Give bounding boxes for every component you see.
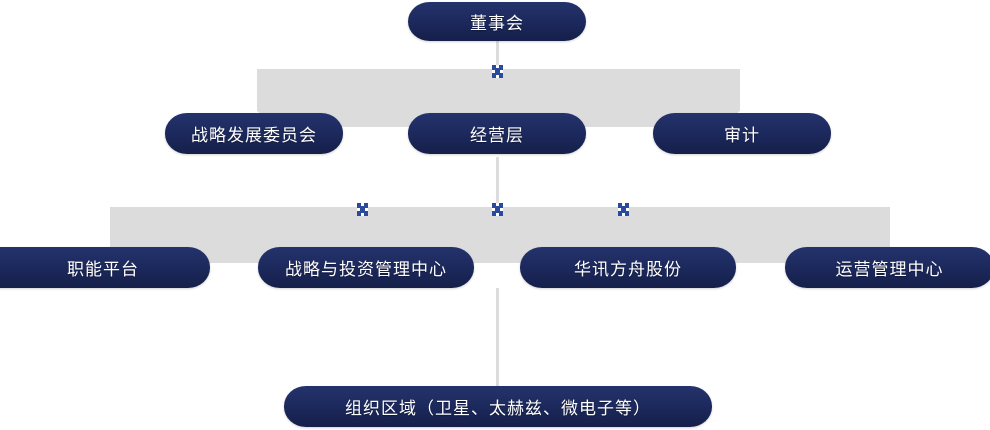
connector-line-huaxun-to-level4 — [496, 288, 499, 386]
connector-node-board-to-management — [492, 65, 503, 78]
org-node-label: 华讯方舟股份 — [574, 260, 682, 279]
connector-notch-top — [361, 203, 364, 206]
connector-node-level3-center — [492, 203, 503, 216]
connector-line-management-to-level3 — [496, 157, 499, 209]
org-node-strategy-committee[interactable]: 战略发展委员会 — [165, 113, 343, 154]
org-node-label: 战略与投资管理中心 — [285, 260, 447, 279]
connector-notch-bottom — [496, 75, 499, 78]
org-node-label: 审计 — [724, 126, 760, 145]
org-node-operations-center[interactable]: 运营管理中心 — [785, 247, 990, 288]
connector-node-level3-right — [618, 203, 629, 216]
org-node-function-platform[interactable]: 职能平台 — [0, 247, 210, 288]
connector-band-level3 — [110, 207, 890, 263]
org-node-organization-regions[interactable]: 组织区域（卫星、太赫兹、微电子等） — [284, 386, 712, 427]
connector-line-board-to-level2 — [496, 38, 499, 68]
connector-notch-bottom — [622, 213, 625, 216]
org-node-label: 运营管理中心 — [835, 260, 944, 279]
org-node-board[interactable]: 董事会 — [408, 2, 586, 41]
connector-node-level3-left — [357, 203, 368, 216]
connector-notch-bottom — [496, 213, 499, 216]
connector-notch-top — [496, 65, 499, 68]
connector-notch-bottom — [361, 213, 364, 216]
org-node-label: 董事会 — [470, 14, 524, 33]
org-node-management[interactable]: 经营层 — [408, 113, 586, 154]
connector-notch-top — [496, 203, 499, 206]
org-node-audit[interactable]: 审计 — [653, 113, 831, 154]
org-node-label: 战略发展委员会 — [191, 126, 317, 145]
org-node-label: 职能平台 — [67, 260, 139, 279]
connector-notch-top — [622, 203, 625, 206]
org-node-label: 组织区域（卫星、太赫兹、微电子等） — [345, 399, 651, 418]
org-node-label: 经营层 — [470, 126, 524, 145]
org-node-strategy-investment-center[interactable]: 战略与投资管理中心 — [258, 247, 474, 288]
org-node-huaxun-fangzhou[interactable]: 华讯方舟股份 — [520, 247, 736, 288]
